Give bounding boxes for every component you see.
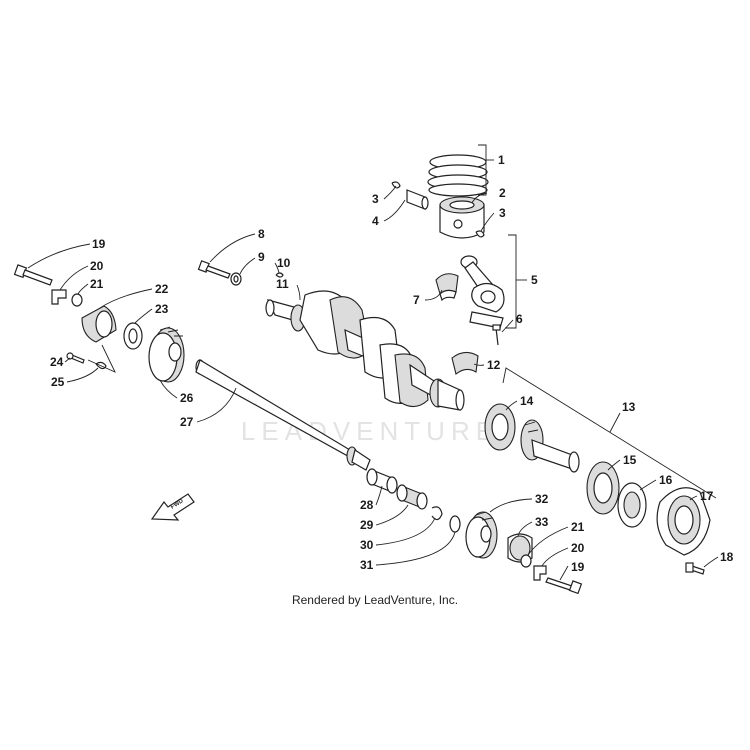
callout-31: 31	[360, 558, 374, 572]
callout-1: 1	[498, 153, 505, 167]
callout-24: 24	[50, 355, 64, 369]
callout-7: 7	[413, 293, 420, 307]
callout-15: 15	[623, 453, 637, 467]
bearing-16[interactable]	[617, 482, 647, 528]
callout-5: 5	[531, 273, 538, 287]
callout-17: 17	[700, 489, 714, 503]
callout-19-left: 19	[92, 237, 106, 251]
callout-20-left: 20	[90, 259, 104, 273]
damper-22[interactable]	[81, 305, 117, 343]
bearing-23[interactable]	[123, 322, 143, 350]
callout-11: 11	[276, 277, 289, 291]
callout-29: 29	[360, 518, 374, 532]
callout-20-right: 20	[571, 541, 585, 555]
callout-22: 22	[155, 282, 169, 296]
woodruff-key[interactable]	[275, 272, 284, 278]
callout-8: 8	[258, 227, 265, 241]
leader-lines	[27, 144, 719, 581]
gear-26[interactable]	[148, 326, 185, 383]
callout-3-pin-left: 3	[372, 192, 379, 206]
fwd-direction-arrow: FWD	[150, 493, 195, 521]
callout-16: 16	[659, 473, 673, 487]
seal-14[interactable]	[484, 403, 516, 451]
bolt-8[interactable]	[197, 260, 231, 279]
callout-25: 25	[51, 375, 65, 389]
callout-30: 30	[360, 538, 374, 552]
seal-15[interactable]	[586, 461, 620, 515]
circlip-30[interactable]	[431, 506, 443, 521]
rod-bolt-head	[492, 324, 501, 331]
piston-pin[interactable]	[406, 189, 429, 210]
balance-shaft-27[interactable]	[195, 359, 371, 471]
gear-32[interactable]	[465, 511, 498, 559]
connecting-rod[interactable]	[460, 255, 505, 329]
callout-18: 18	[720, 550, 734, 564]
circlip-right[interactable]	[475, 230, 485, 238]
callout-10: 10	[277, 256, 291, 270]
pin-24[interactable]	[66, 352, 85, 364]
rod-bolt[interactable]	[495, 327, 499, 346]
callout-33: 33	[535, 515, 549, 529]
washer-31[interactable]	[449, 515, 461, 533]
bushing-29[interactable]	[396, 484, 428, 510]
callout-19-right: 19	[571, 560, 585, 574]
callout-13: 13	[622, 400, 636, 414]
callout-2: 2	[499, 186, 506, 200]
callout-3-pin-right: 3	[499, 206, 506, 220]
callout-labels: 1 2 3 3 4 5 6 7 8 9 10 11 12 13 14 15 16…	[50, 153, 734, 574]
callout-28: 28	[360, 498, 374, 512]
callout-23: 23	[155, 302, 169, 316]
main-bearing-half[interactable]	[451, 351, 479, 375]
bracket-20-left[interactable]	[51, 289, 67, 305]
callout-6: 6	[516, 312, 523, 326]
callout-21-right: 21	[571, 520, 585, 534]
callout-4: 4	[372, 214, 379, 228]
rod-bearings[interactable]	[435, 273, 459, 302]
callout-21-left: 21	[90, 277, 104, 291]
bolt-19-left[interactable]	[13, 264, 53, 286]
callout-9: 9	[258, 250, 265, 264]
bushing-28[interactable]	[366, 468, 398, 494]
bracket-20-right[interactable]	[533, 565, 547, 581]
render-credit: Rendered by LeadVenture, Inc.	[291, 593, 459, 607]
callout-32: 32	[535, 492, 549, 506]
timing-gear-13[interactable]	[520, 419, 580, 473]
callout-26: 26	[180, 391, 194, 405]
crankshaft[interactable]	[265, 290, 465, 411]
watermark: LEADVENTURE	[241, 416, 499, 446]
bolt-18[interactable]	[685, 562, 705, 575]
washer-21-left[interactable]	[71, 293, 83, 307]
housing-17[interactable]	[656, 487, 711, 556]
washer-21-right[interactable]	[520, 554, 532, 568]
callout-12: 12	[487, 358, 501, 372]
circlip-left[interactable]	[391, 181, 401, 189]
callout-14: 14	[520, 394, 534, 408]
callout-27: 27	[180, 415, 194, 429]
bolt-19-right[interactable]	[545, 577, 583, 595]
piston-rings[interactable]	[427, 154, 489, 197]
